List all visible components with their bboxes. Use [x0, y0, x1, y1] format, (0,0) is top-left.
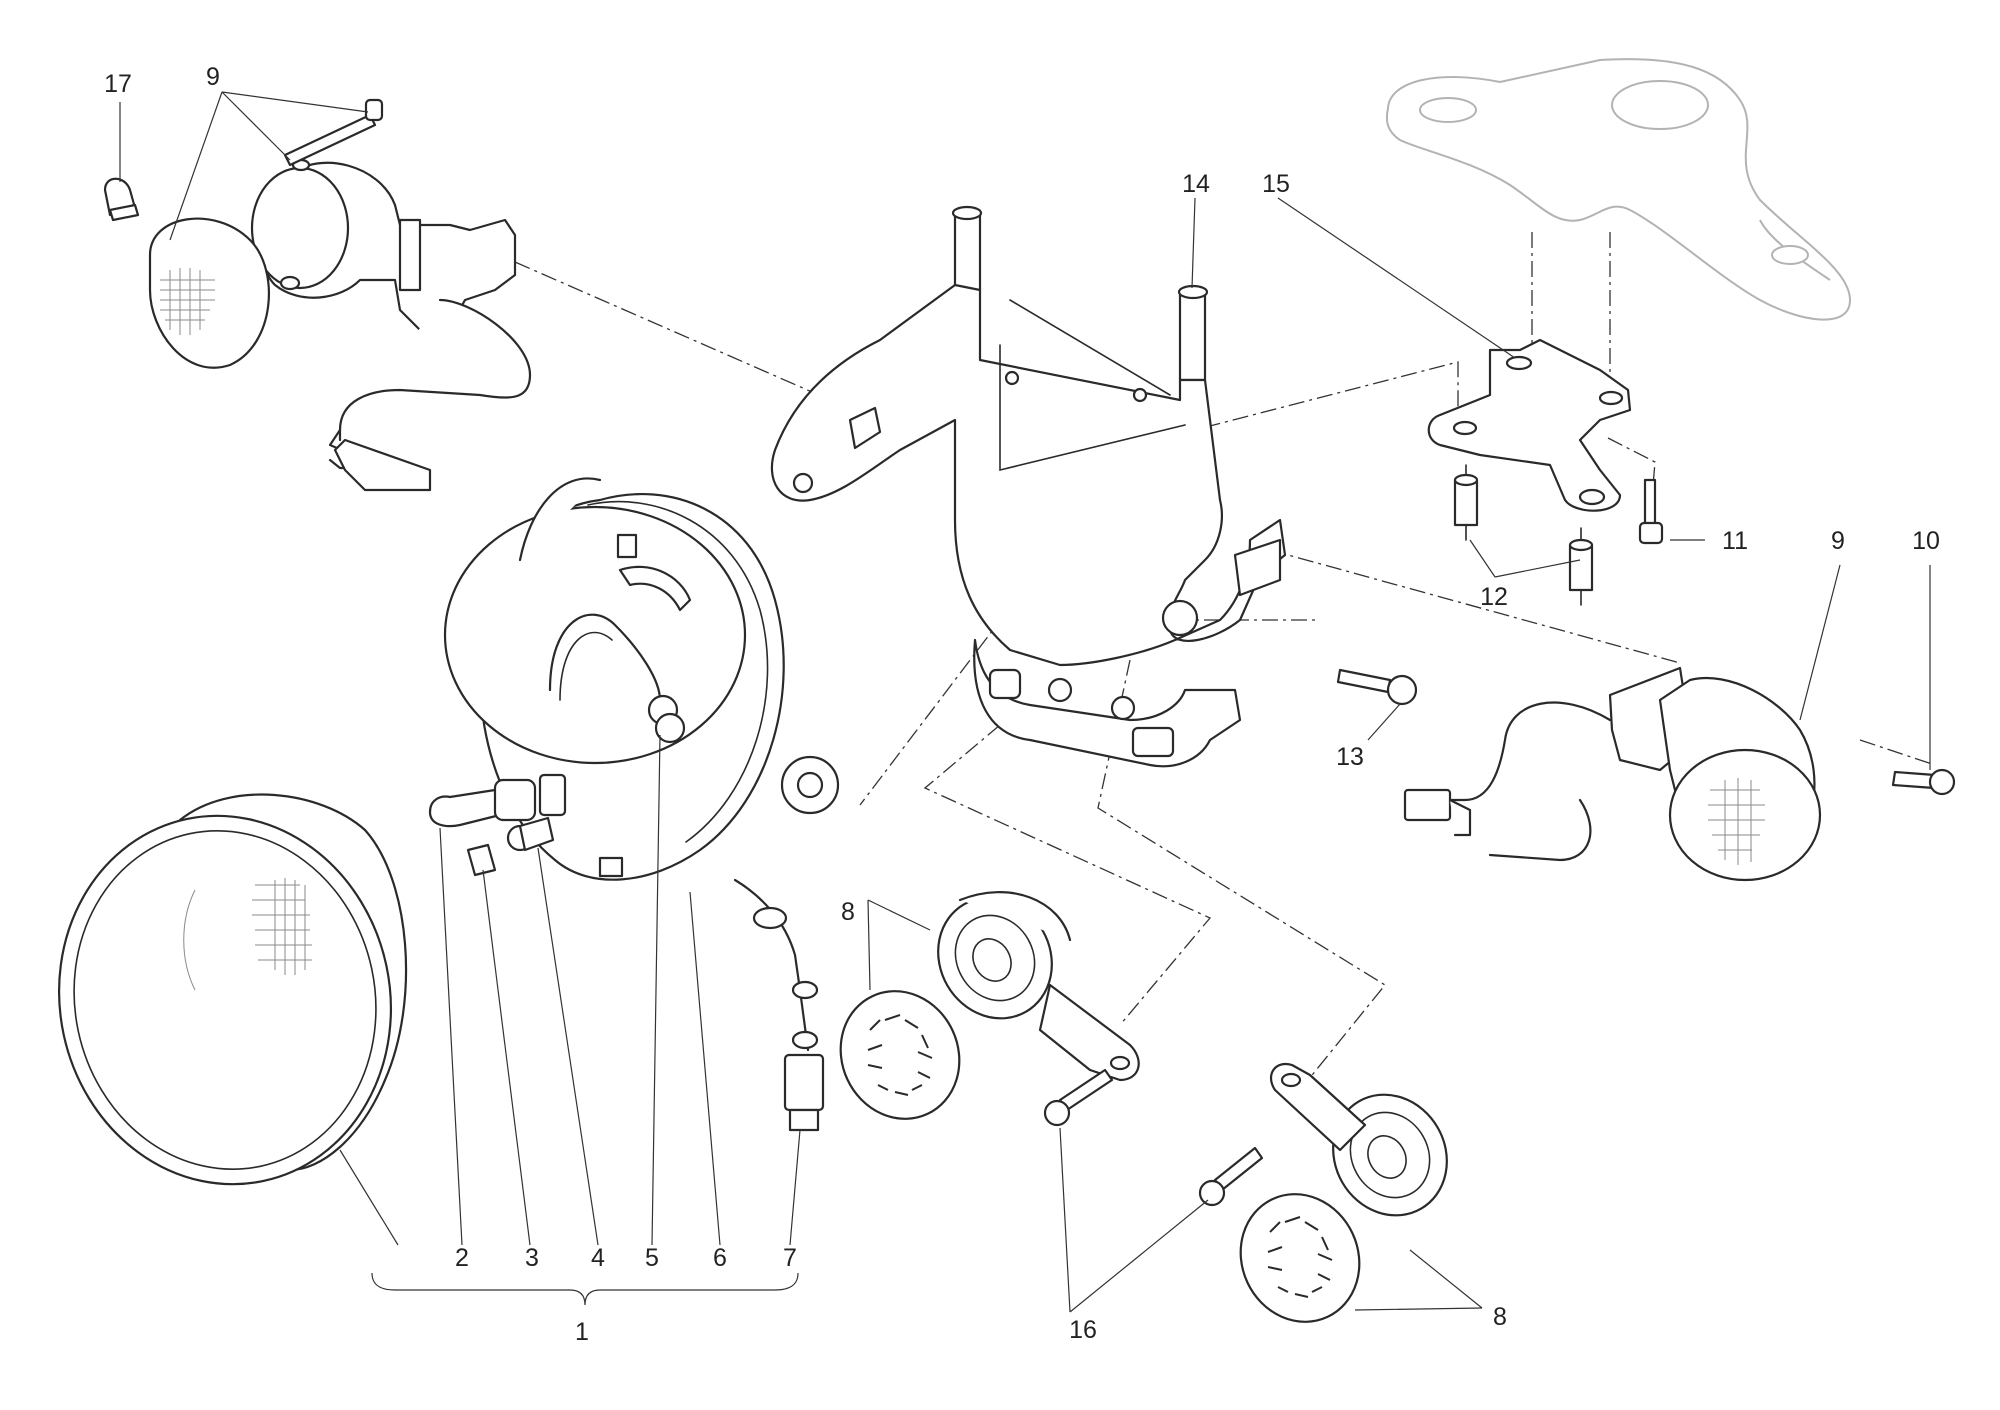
horn-grille-lower	[1239, 1193, 1361, 1323]
callout-7: 7	[783, 1244, 797, 1272]
callout-17: 17	[104, 70, 132, 98]
horn-lower	[1269, 1062, 1448, 1217]
screw-16-lower	[1198, 1146, 1264, 1207]
callout-14: 14	[1182, 170, 1210, 198]
horn-upper	[937, 891, 1140, 1082]
wiring-loop	[548, 613, 686, 744]
callout-1: 1	[575, 1318, 589, 1346]
horn-grille-upper	[839, 990, 961, 1120]
callout-9-right: 9	[1831, 527, 1845, 555]
left-lens-hatch	[160, 268, 215, 335]
callout-5: 5	[645, 1244, 659, 1272]
callout-3: 3	[525, 1244, 539, 1272]
upper-fork-clamp-ghost	[1385, 58, 1851, 321]
bulb-holder-4	[506, 816, 555, 852]
rubber-damper-pair	[1453, 464, 1594, 606]
screw-10	[1891, 768, 1956, 796]
callout-10: 10	[1912, 527, 1940, 555]
callout-2: 2	[455, 1244, 469, 1272]
callout-9-upper: 9	[206, 63, 220, 91]
callout-6: 6	[713, 1244, 727, 1272]
headlight-lens	[57, 793, 408, 1186]
callout-16: 16	[1069, 1316, 1097, 1344]
callout-labels: 17 9 14 15 11 9 10 12 13 8 2 3 4 5 6 7 1…	[104, 63, 1940, 1346]
right-turn-signal	[1403, 666, 1822, 882]
callout-13: 13	[1336, 743, 1364, 771]
bulb-3	[466, 843, 497, 877]
callout-11: 11	[1722, 527, 1748, 555]
screw-11	[1638, 478, 1664, 545]
screw-16-upper	[1043, 1068, 1114, 1127]
screw-13	[1336, 668, 1418, 706]
connector-7	[733, 878, 825, 1132]
callout-8-lower: 8	[1493, 1303, 1507, 1331]
mounting-plate	[1427, 338, 1632, 512]
screw-9-upper	[283, 98, 384, 167]
callout-12: 12	[1480, 583, 1508, 611]
callout-15: 15	[1262, 170, 1290, 198]
callout-8-upper: 8	[841, 898, 855, 926]
left-turn-signal	[148, 158, 532, 492]
bulb-17	[103, 177, 140, 222]
callout-4: 4	[591, 1244, 605, 1272]
leader-lines	[119, 91, 1931, 1313]
bulb-2	[428, 773, 567, 828]
headlight-bracket-frame	[770, 205, 1287, 768]
